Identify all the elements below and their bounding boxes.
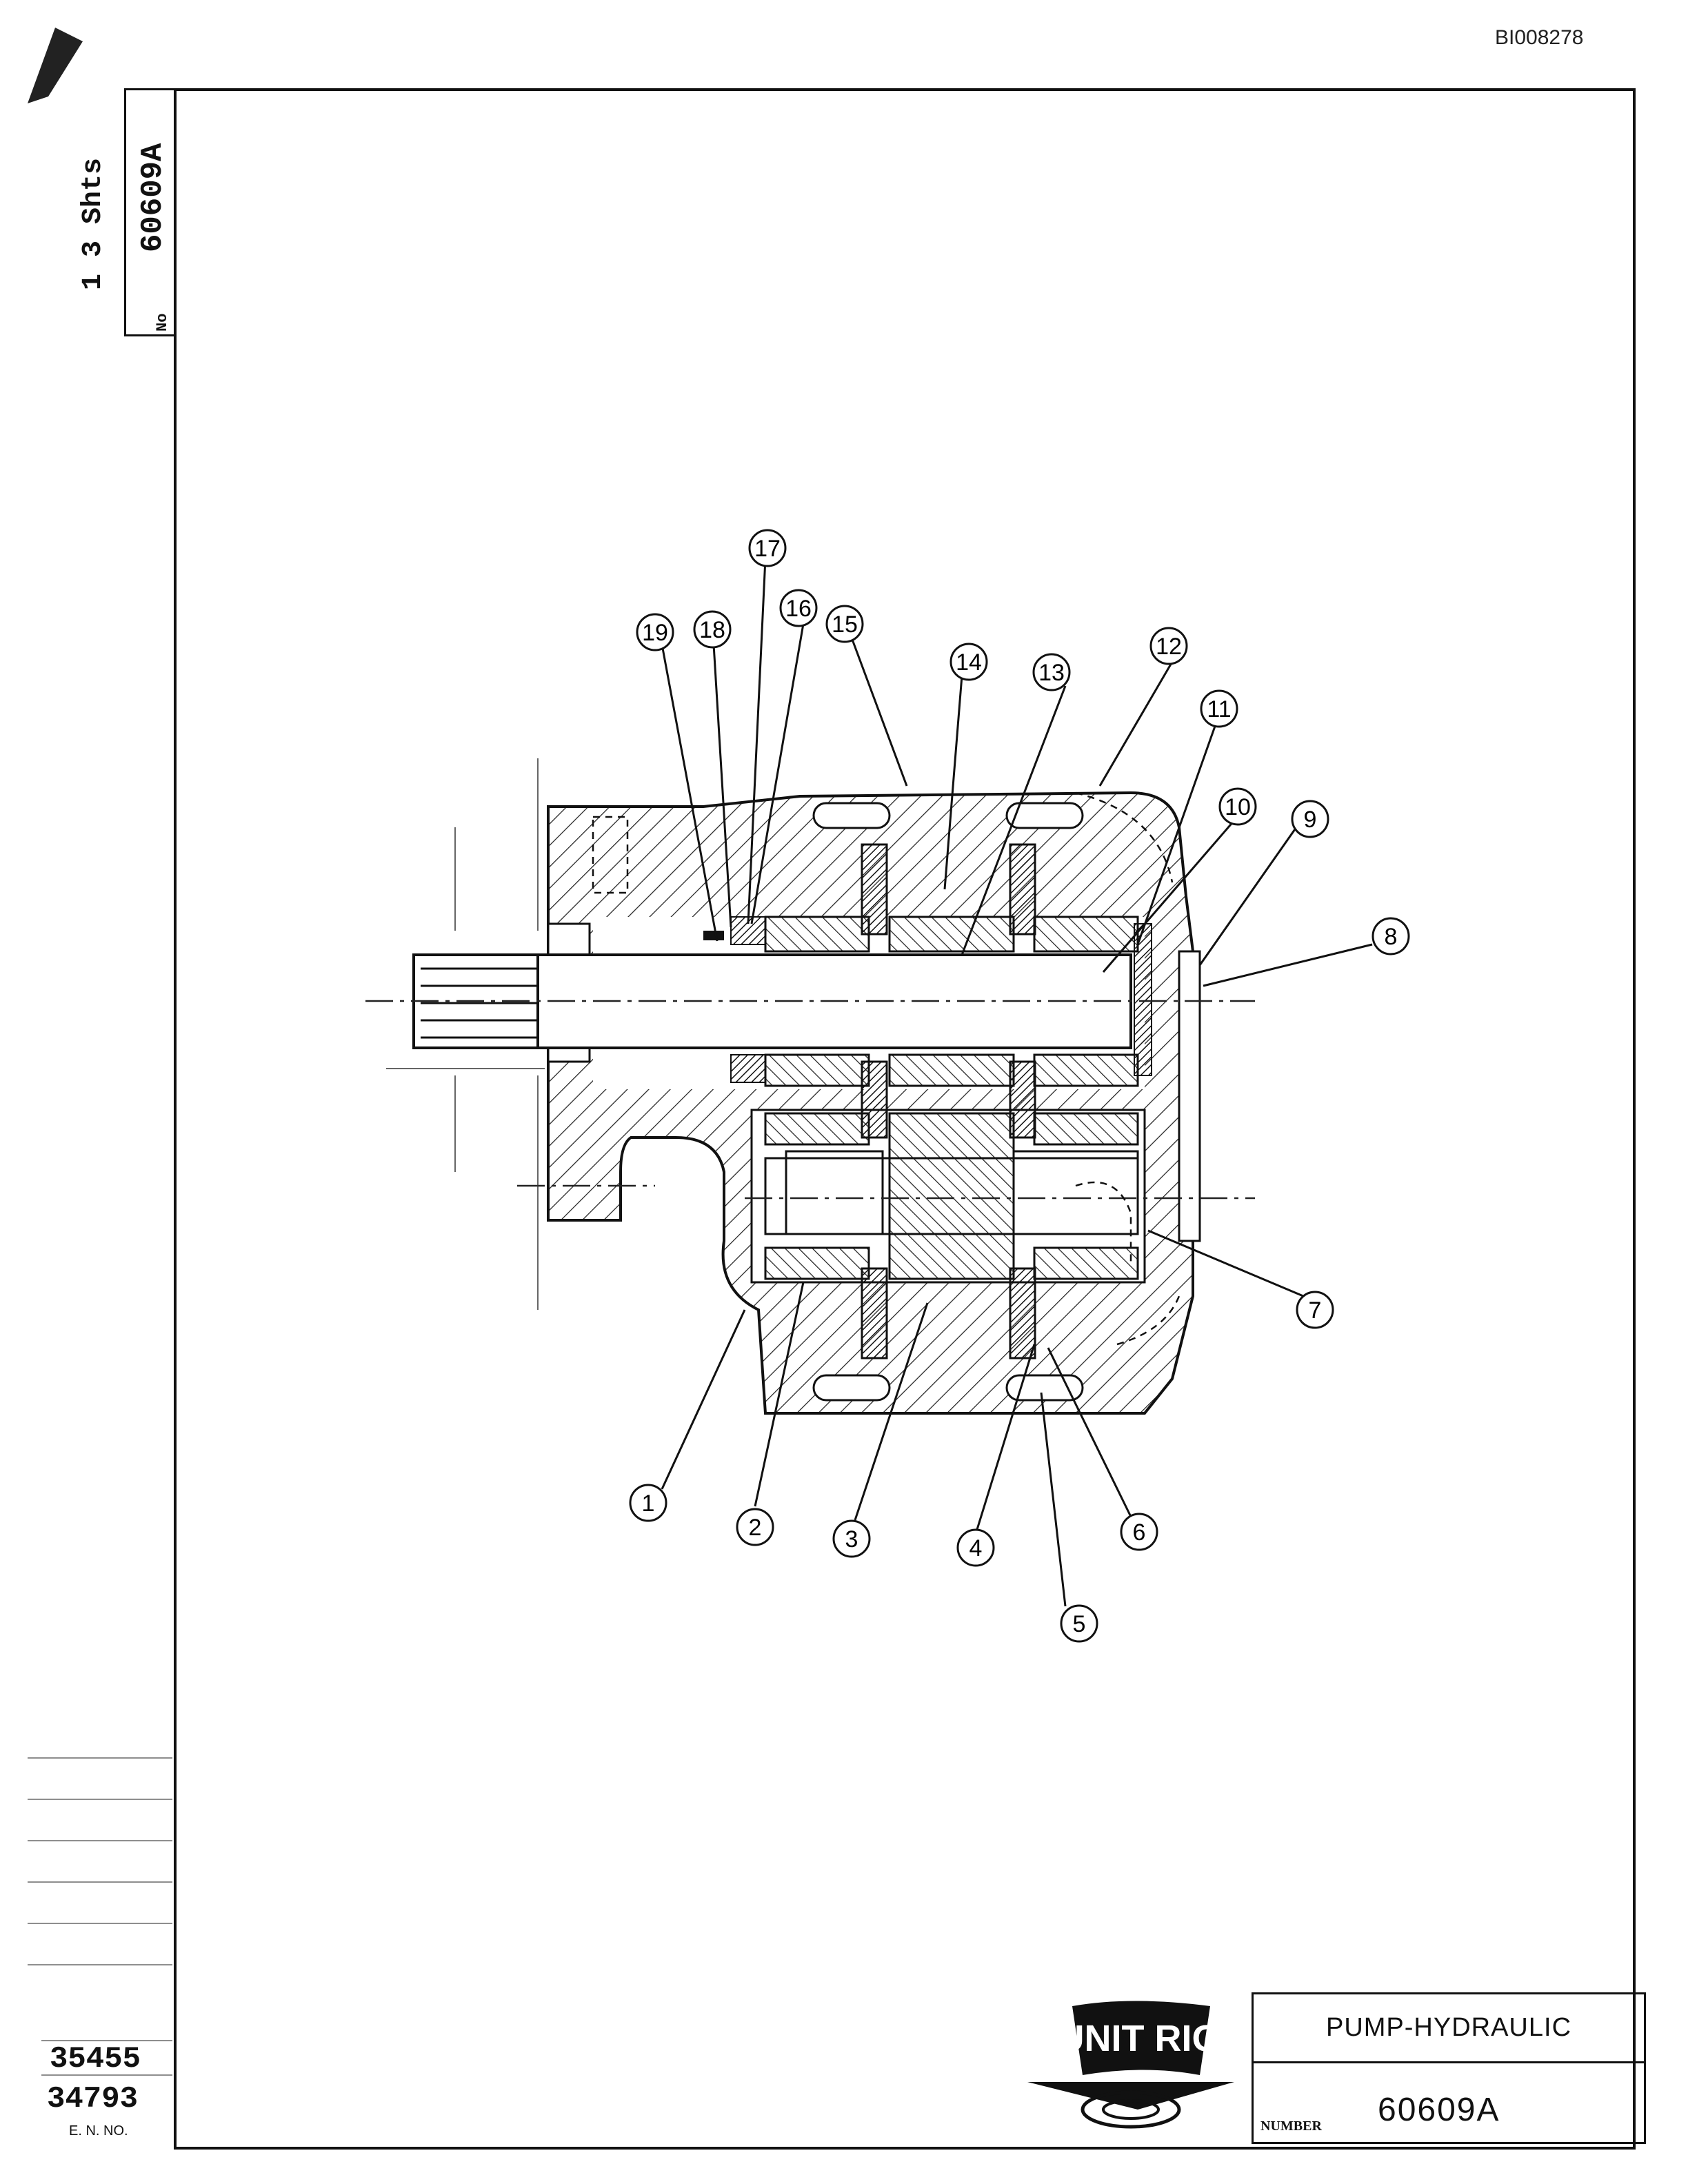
callout-18-text: 18 xyxy=(699,617,725,643)
callout-18: 18 xyxy=(693,610,732,649)
callout-13: 13 xyxy=(1032,653,1071,691)
callout-12: 12 xyxy=(1149,627,1188,665)
callout-13-text: 13 xyxy=(1038,660,1065,686)
callout-4: 4 xyxy=(956,1528,995,1567)
callout-4-text: 4 xyxy=(969,1535,983,1561)
document-id: BI008278 xyxy=(1495,26,1584,49)
callout-11-text: 11 xyxy=(1207,696,1231,722)
callout-5: 5 xyxy=(1060,1604,1098,1643)
callout-10-text: 10 xyxy=(1225,794,1251,820)
drawing-frame xyxy=(174,88,1636,2150)
number-label: NUMBER xyxy=(1260,2119,1322,2134)
callout-9: 9 xyxy=(1291,800,1329,838)
callout-10: 10 xyxy=(1218,787,1257,826)
callout-6: 6 xyxy=(1120,1513,1158,1551)
callout-1: 1 xyxy=(629,1484,667,1522)
callout-12-text: 12 xyxy=(1156,634,1182,660)
callout-6-text: 6 xyxy=(1133,1519,1146,1546)
callout-16-text: 16 xyxy=(785,596,812,622)
callout-1-text: 1 xyxy=(642,1490,655,1517)
title-block: PUMP-HYDRAULIC NUMBER 60609A xyxy=(1252,1992,1646,2144)
callout-17: 17 xyxy=(748,529,787,567)
revision-number-1: 35455 xyxy=(50,2042,141,2076)
callout-3: 3 xyxy=(832,1519,871,1558)
callout-15-text: 15 xyxy=(832,611,858,638)
callout-5-text: 5 xyxy=(1073,1611,1086,1637)
callout-14: 14 xyxy=(950,643,988,681)
callout-19: 19 xyxy=(636,613,674,651)
callout-2-text: 2 xyxy=(749,1515,762,1541)
corner-blot xyxy=(28,28,83,103)
callout-11: 11 xyxy=(1200,689,1238,728)
callout-bubbles: 1 2 3 4 5 6 7 8 9 10 11 12 13 14 15 16 1… xyxy=(629,529,1410,1643)
callout-7-text: 7 xyxy=(1309,1297,1322,1324)
callout-15: 15 xyxy=(825,605,864,643)
callout-7: 7 xyxy=(1296,1291,1334,1329)
callout-9-text: 9 xyxy=(1304,807,1317,833)
callout-16: 16 xyxy=(779,589,818,627)
en-no-label: E. N. NO. xyxy=(69,2123,128,2138)
unit-rig-logo: UNIT RIG xyxy=(1027,2001,1234,2129)
drawing-title: PUMP-HYDRAULIC xyxy=(1254,1994,1644,2063)
callout-2: 2 xyxy=(736,1508,774,1546)
callout-19-text: 19 xyxy=(642,620,668,646)
revision-number-2: 34793 xyxy=(47,2082,139,2116)
drawing-number: 60609A xyxy=(1378,2092,1500,2128)
callout-8-text: 8 xyxy=(1385,924,1398,950)
callout-17-text: 17 xyxy=(754,536,781,562)
side-tab: 60609A 1 3 Shts No xyxy=(78,88,174,336)
logo-text: UNIT RIG xyxy=(1058,2018,1221,2059)
callout-8: 8 xyxy=(1372,917,1410,956)
callout-3-text: 3 xyxy=(845,1526,858,1553)
callout-14-text: 14 xyxy=(956,649,982,676)
